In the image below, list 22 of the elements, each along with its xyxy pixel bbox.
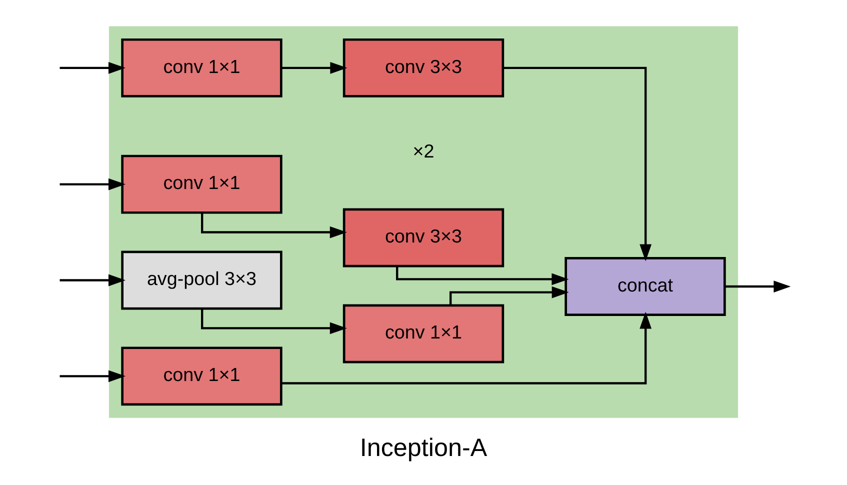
arrow <box>60 62 126 74</box>
caption: Inception-A <box>360 434 488 462</box>
arrow <box>60 370 126 382</box>
node-box: conv 1×1 <box>121 154 282 214</box>
arrow <box>60 274 126 286</box>
node-box: conv 3×3 <box>342 208 504 268</box>
arrow <box>282 312 652 384</box>
node-box: conv 1×1 <box>121 346 282 406</box>
arrow <box>201 212 347 238</box>
arrow <box>725 280 791 292</box>
arrow <box>281 62 348 74</box>
node-box: conv 1×1 <box>121 38 282 98</box>
label: ×2 <box>412 140 434 162</box>
node-box: conv 1×1 <box>342 304 504 364</box>
arrow <box>503 66 652 262</box>
arrow <box>396 266 569 286</box>
node-box: concat <box>564 257 726 316</box>
arrow <box>201 308 347 334</box>
arrow <box>60 178 126 190</box>
node-box: conv 3×3 <box>342 38 504 98</box>
arrow <box>449 286 569 306</box>
node-box: avg-pool 3×3 <box>121 250 282 310</box>
